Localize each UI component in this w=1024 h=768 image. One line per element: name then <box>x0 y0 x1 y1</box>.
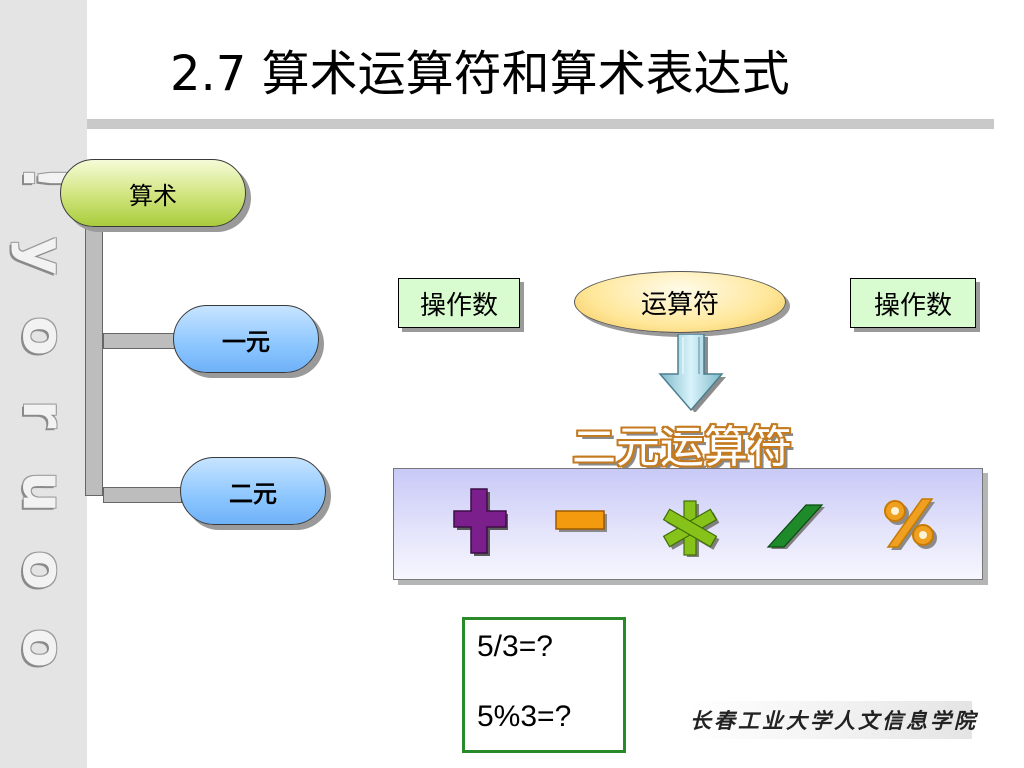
tree-connector-vertical <box>85 228 103 496</box>
sidebar: ! y o r u o o <box>0 0 87 768</box>
expression-modulo: 5%3=? <box>477 700 572 733</box>
operand-right-box: 操作数 <box>850 278 976 328</box>
operand-left-box: 操作数 <box>398 278 520 328</box>
slash-operator-icon <box>766 504 825 549</box>
slide-title: 2.7 算术运算符和算术表达式 <box>170 46 790 102</box>
sidebar-letter: o <box>10 628 78 668</box>
tree-connector-horizontal <box>103 487 182 503</box>
down-arrow-icon <box>658 334 726 412</box>
asterisk-operator-icon <box>662 500 720 557</box>
binary-operators-title: 二元运算符 <box>572 422 792 473</box>
tree-node-binary: 二元 <box>180 457 326 525</box>
operator-oval: 运算符 <box>574 271 786 333</box>
tree-connector-horizontal <box>103 333 175 349</box>
sidebar-letter: o <box>10 550 78 590</box>
title-divider <box>87 119 994 129</box>
tree-root-node: 算术 <box>60 159 246 227</box>
tree-node-unary: 一元 <box>173 305 319 373</box>
plus-operator-icon <box>453 488 508 556</box>
expression-box: 5/3=? 5%3=? <box>462 617 626 753</box>
expression-division: 5/3=? <box>477 630 553 663</box>
operator-panel <box>393 468 983 580</box>
sidebar-letter: r <box>10 399 78 429</box>
minus-operator-icon <box>555 510 607 532</box>
sidebar-letter: u <box>10 471 78 513</box>
sidebar-letter: o <box>10 316 78 356</box>
percent-operator-icon <box>884 498 937 550</box>
institution-logo-text: 长春工业大学人文信息学院 <box>690 701 975 739</box>
sidebar-letter: y <box>10 237 78 275</box>
